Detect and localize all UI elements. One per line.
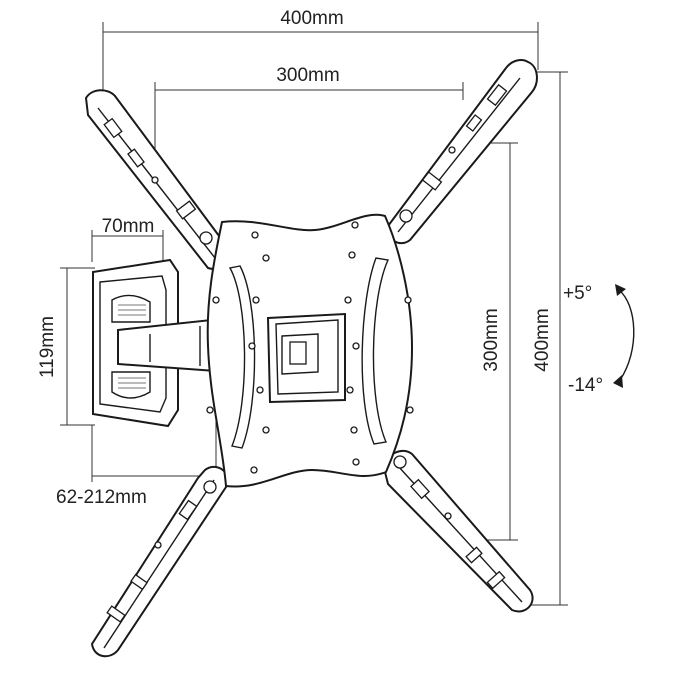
inner-width-label: 300mm (276, 65, 339, 86)
overall-height-label: 400mm (532, 308, 553, 371)
tilt-up-label: +5° (563, 283, 592, 304)
dim-wall-plate-height (60, 267, 95, 426)
overall-width-label: 400mm (280, 8, 343, 29)
tilt-down-label: -14° (568, 375, 603, 396)
tilt-arrow-icon (613, 284, 635, 388)
wall-plate-width-label: 70mm (102, 216, 155, 237)
vesa-mount-plate (206, 213, 414, 488)
vesa-arm-top-right (386, 59, 538, 245)
extension-label: 62-212mm (56, 487, 147, 508)
vesa-arm-bottom-left (90, 465, 230, 658)
center-tilt-bracket (266, 312, 346, 404)
inner-height-label: 300mm (481, 308, 502, 371)
vesa-arm-top-left (84, 89, 230, 270)
dim-overall-width (102, 22, 539, 95)
dim-inner-width (154, 82, 464, 160)
dim-wall-plate-width (91, 230, 164, 262)
plate-holes (206, 221, 414, 474)
wall-plate-height-label: 119mm (37, 316, 58, 378)
wall-plate-grille (118, 304, 146, 389)
